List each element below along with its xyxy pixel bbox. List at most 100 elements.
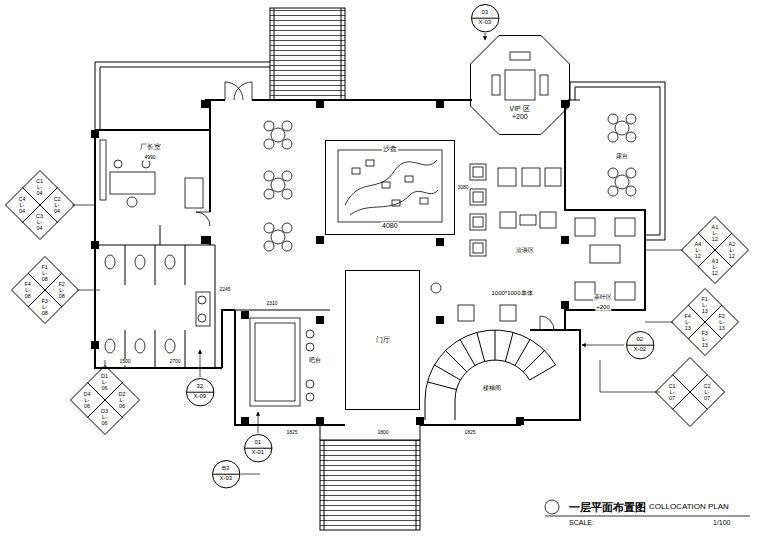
fixtures-part bbox=[185, 178, 203, 208]
text-slot: 4080 bbox=[381, 222, 399, 230]
title-mark-part bbox=[545, 516, 750, 517]
text-slot: A1 L-12 bbox=[711, 224, 720, 242]
label-slot: 3080 bbox=[456, 185, 469, 191]
interior-partitions-part bbox=[125, 245, 185, 368]
index-diamond: C1 L-04C4 L-04C2 L-04C3 L-04 bbox=[5, 170, 75, 240]
fixtures-part bbox=[135, 339, 145, 353]
fixtures-part bbox=[405, 176, 413, 182]
text-slot: A2 L-12 bbox=[728, 241, 737, 259]
text-slot: C1 L-04 bbox=[35, 178, 44, 196]
fixtures-part bbox=[198, 296, 206, 304]
stairs-part bbox=[320, 440, 420, 530]
text-slot: A3 L-12 bbox=[711, 258, 720, 276]
node-text: F4 L-13 bbox=[684, 313, 692, 331]
node-text: C1 L-07 bbox=[668, 383, 677, 401]
interior-partitions-part bbox=[160, 225, 161, 245]
index-diamond: D1 L-06D4 L-06D2 L-06D3 L-06 bbox=[70, 365, 140, 435]
fixtures-part bbox=[382, 182, 390, 188]
node-text: 4080 bbox=[381, 222, 399, 230]
fixtures-part bbox=[255, 323, 295, 401]
dimension: 1825 bbox=[285, 430, 298, 436]
fixtures-part bbox=[100, 140, 106, 200]
terraces-part bbox=[570, 82, 665, 240]
columns-part bbox=[436, 238, 444, 246]
stairs-part bbox=[427, 330, 555, 390]
text-slot: 03 bbox=[480, 9, 489, 16]
walls-part bbox=[420, 420, 520, 425]
fixtures-part bbox=[142, 160, 150, 168]
leader-lines-part bbox=[582, 345, 624, 346]
text-slot: A4 L-12 bbox=[694, 241, 703, 259]
node-text: D4 L-06 bbox=[83, 391, 92, 409]
fixtures-part bbox=[500, 212, 516, 228]
node-text: F2 L-13 bbox=[718, 313, 726, 331]
fixtures-part bbox=[458, 305, 474, 321]
text-slot: C2 L-04 bbox=[53, 196, 62, 214]
room-name: 露台 bbox=[615, 153, 629, 160]
fixtures-part bbox=[306, 380, 314, 388]
label-slot: COLLOCATION PLAN bbox=[648, 503, 730, 512]
dimension: 1500 bbox=[118, 359, 131, 365]
doors bbox=[196, 82, 554, 330]
dimension: 2310 bbox=[265, 301, 278, 307]
stairs-part bbox=[274, 8, 341, 100]
fixtures bbox=[100, 52, 635, 406]
fixtures-part bbox=[540, 75, 548, 95]
text-slot: 01 bbox=[253, 439, 262, 446]
stairs bbox=[270, 8, 556, 530]
node-text: A2 L-12 bbox=[728, 241, 737, 259]
leader-lines-part bbox=[645, 250, 683, 251]
text-slot: F4 L-13 bbox=[684, 313, 692, 331]
leader-lines bbox=[72, 33, 683, 474]
title-slot: 一层平面布置图 bbox=[568, 501, 647, 513]
leader-lines-part bbox=[72, 205, 95, 206]
section-marker-outline bbox=[212, 460, 240, 488]
dimension: 2245 bbox=[218, 287, 231, 293]
node-text: F1 L-13 bbox=[701, 296, 709, 314]
stairs-part bbox=[425, 330, 556, 400]
section-marker: 03X-03 bbox=[471, 4, 499, 32]
fixtures-part bbox=[575, 282, 595, 300]
fixtures-part bbox=[196, 292, 210, 326]
section-marker-outline bbox=[471, 4, 499, 32]
text-slot: B3 bbox=[221, 465, 230, 472]
leader-lines-part bbox=[200, 350, 201, 377]
node-text: 02 bbox=[635, 336, 644, 343]
label-slot: 4990 bbox=[143, 155, 156, 161]
label-slot: 厂长室 bbox=[139, 143, 162, 151]
fixtures-part bbox=[110, 172, 155, 194]
section-marker-outline bbox=[186, 378, 214, 406]
node-text: C2 L-07 bbox=[703, 383, 712, 401]
text-slot: X-03 bbox=[477, 19, 492, 26]
node-text: X-01 bbox=[250, 449, 265, 456]
walls-part bbox=[95, 129, 210, 131]
columns-part bbox=[516, 417, 524, 425]
fixtures-part bbox=[470, 164, 486, 180]
dimension: 1800 bbox=[376, 430, 389, 436]
text-slot: F1 L-13 bbox=[701, 296, 709, 314]
columns bbox=[91, 100, 569, 425]
fixtures-part bbox=[520, 215, 536, 225]
label-slot: 2310 bbox=[265, 301, 278, 307]
node-text: X-02 bbox=[632, 346, 647, 353]
section-marker-outline bbox=[244, 434, 272, 462]
title-mark bbox=[545, 500, 750, 516]
floor-level: +200 bbox=[595, 304, 611, 311]
fixtures-part bbox=[352, 168, 360, 174]
leader-lines-part bbox=[77, 290, 100, 291]
fixtures-part bbox=[575, 218, 595, 236]
tables-part bbox=[264, 223, 292, 251]
node-text: D1 L-06 bbox=[100, 373, 109, 391]
label-slot: 1000*1000单体 bbox=[490, 290, 533, 297]
fixtures-part bbox=[522, 168, 540, 186]
fixtures-part bbox=[105, 339, 115, 353]
text-slot: 02 bbox=[635, 336, 644, 343]
terraces-part bbox=[95, 62, 270, 130]
label-slot: 茶叶区 bbox=[593, 294, 613, 301]
fixtures-part bbox=[127, 197, 137, 207]
fixtures-part bbox=[165, 339, 175, 353]
text-slot: C2 L-07 bbox=[703, 383, 712, 401]
room-name: 茶叶区 bbox=[593, 294, 613, 301]
